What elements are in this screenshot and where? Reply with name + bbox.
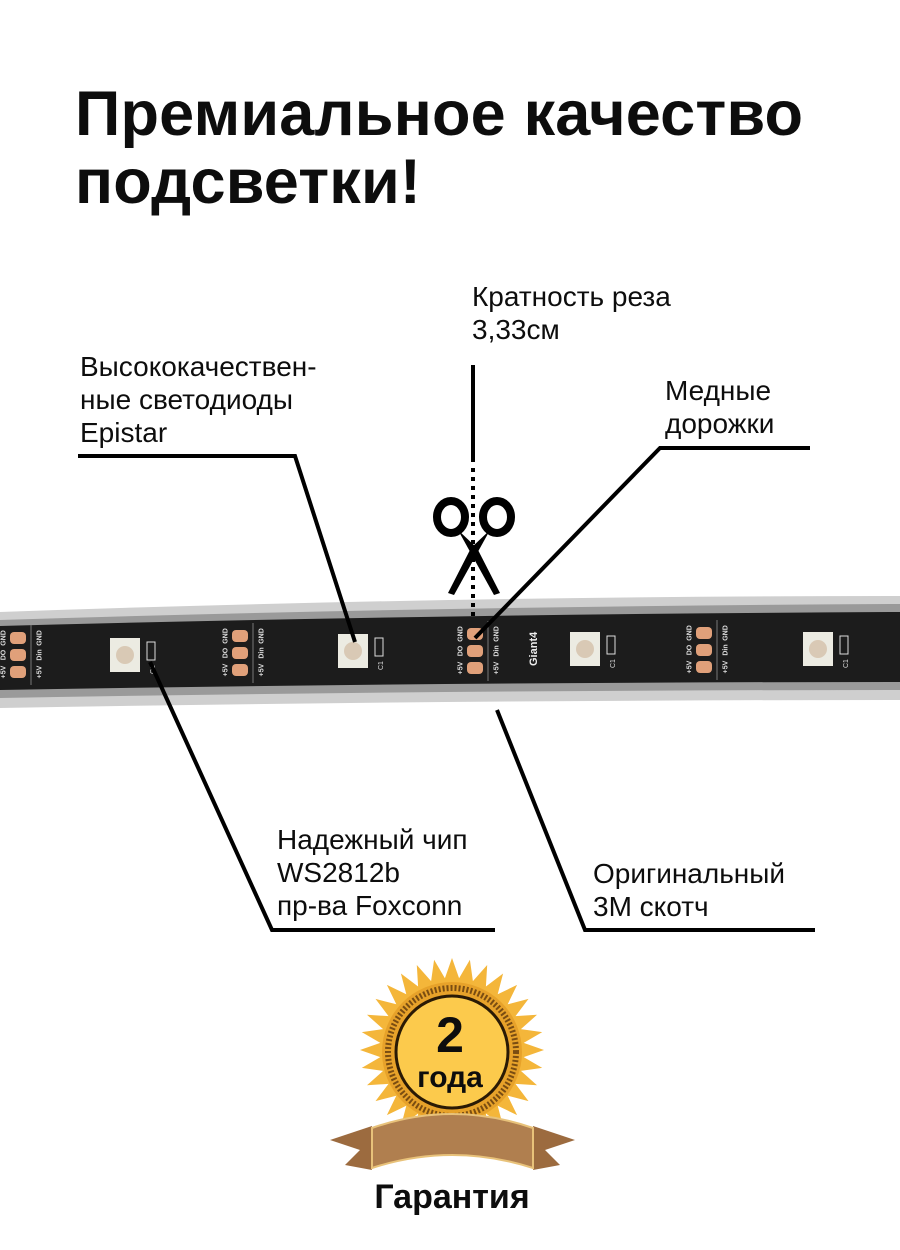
callout-text: 3М скотч [593,891,709,922]
pad-label: GND [259,628,266,644]
led-chip: C1 [570,632,617,668]
led-chip: C1 [110,638,157,674]
pad-label: +5V [223,663,230,676]
copper-pads: +5V DO GND Din GND +5V [1,625,44,685]
capacitor-label: C1 [610,659,617,668]
leader-copper [473,446,810,640]
callout-text: Медные [665,375,772,406]
callout-text: Epistar [80,417,168,448]
pad-label: Din [494,645,501,656]
pad-label: +5V [458,661,465,674]
callout-leds: Высококачествен- ные светодиоды Epistar [80,350,317,449]
pad-label: DO [1,649,8,660]
pad-label: DO [458,645,465,656]
callout-text: 3,33см [472,314,560,345]
pad-label: Din [723,644,730,655]
pad-label: GND [494,626,501,642]
callout-copper: Медные дорожки [665,374,774,440]
pad-label: DO [687,644,694,655]
pad-label: GND [1,630,8,646]
callout-text: WS2812b [277,857,400,888]
pad-label: DO [223,647,230,658]
copper-pads: +5V DO GND Din GND +5V [687,620,730,680]
pad-label: +5V [687,660,694,673]
callout-text: Высококачествен- [80,351,317,382]
title-line-1: Премиальное качество [75,79,804,149]
pad-label: +5V [37,665,44,678]
callout-text: дорожки [665,408,775,439]
warranty-badge [330,958,575,1170]
callout-cut: Кратность реза 3,33см [472,280,671,346]
callout-text: Надежный чип [277,824,468,855]
title-line-2: подсветки! [75,147,422,217]
callout-text: ные светодиоды [80,384,294,415]
pad-label: GND [723,625,730,641]
badge-number: 2 [436,1007,464,1063]
copper-pads: +5V DO GND Din GND +5V [458,621,501,681]
copper-pads: +5V DO GND Din GND +5V [223,623,266,683]
capacitor-label: C1 [378,661,385,670]
leader-tape [495,709,815,932]
page-title: Премиальное качество подсветки! [75,80,803,216]
pad-label: +5V [723,660,730,673]
pad-label: Din [259,647,266,658]
callout-tape: Оригинальный 3М скотч [593,857,785,923]
badge-caption: Гарантия [374,1178,530,1216]
scissors-icon [433,497,515,595]
pad-label: +5V [494,661,501,674]
pad-label: Din [37,649,44,660]
badge-unit: года [417,1061,483,1094]
brand-label: Giant4 [528,631,540,666]
capacitor-label: C1 [843,659,850,668]
pad-label: +5V [1,665,8,678]
leader-lines [78,446,815,932]
callout-text: пр-ва Foxconn [277,890,463,921]
callout-chip: Надежный чип WS2812b пр-ва Foxconn [277,823,468,922]
leader-chip [148,661,495,932]
led-chip: C1 [803,632,850,668]
pad-label: +5V [259,663,266,676]
callout-text: Кратность реза [472,281,671,312]
leader-leds [78,454,357,643]
led-chip: C1 [338,634,385,670]
callout-text: Оригинальный [593,858,786,889]
pad-label: GND [458,626,465,642]
pad-label: GND [687,625,694,641]
pad-label: GND [223,628,230,644]
pad-label: GND [37,630,44,646]
